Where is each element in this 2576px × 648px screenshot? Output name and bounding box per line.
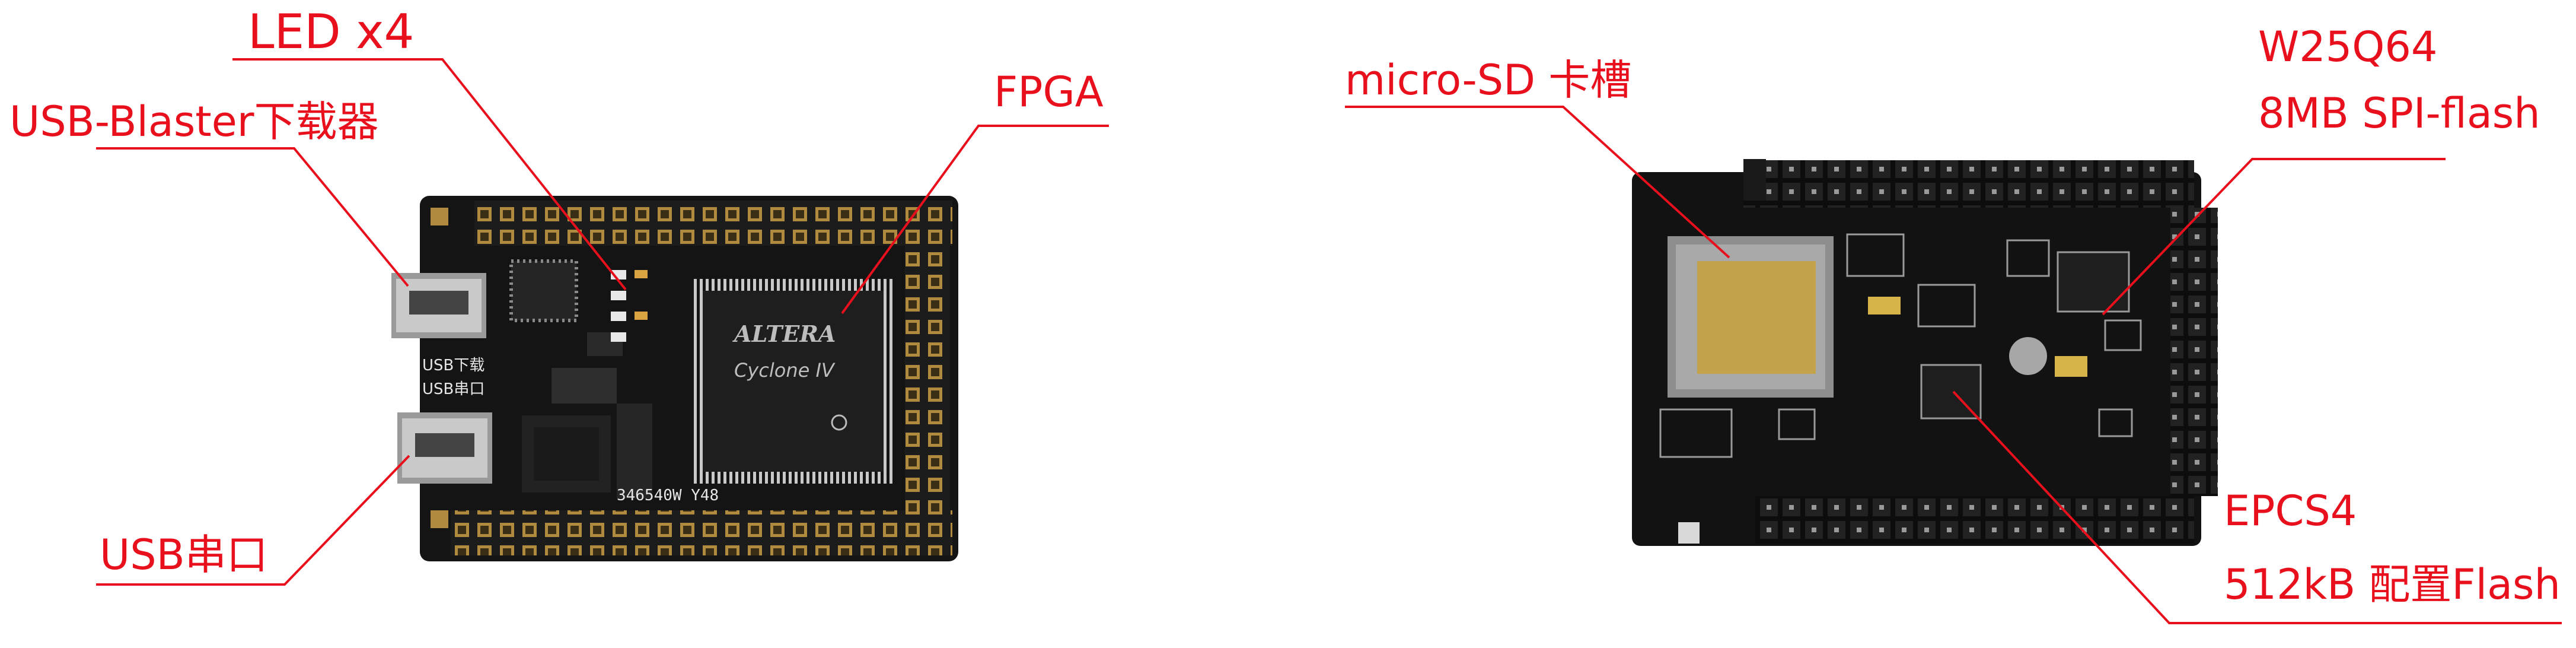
- usb-blaster-connector: [391, 273, 486, 338]
- leader-w25q64: [2102, 158, 2446, 316]
- chip-family-text: Cyclone IV: [734, 359, 834, 382]
- silk-usb-serial: USB串口: [422, 380, 485, 398]
- usb-serial-connector: [397, 412, 492, 484]
- front-board: [391, 196, 958, 561]
- leader-lines: [96, 58, 2562, 624]
- microsd-slot: [1668, 236, 1834, 398]
- chip-brand-text: ALTERA: [734, 320, 836, 347]
- label-flash-size: 8MB SPI-flash: [2258, 89, 2540, 138]
- leader-epcs4: [1952, 390, 2562, 624]
- label-epcs-model: EPCS4: [2224, 487, 2357, 535]
- silk-board-id: 346540W Y48: [617, 487, 719, 504]
- leader-microsd: [1345, 106, 1730, 259]
- label-usb-blaster: USB-Blaster下载器: [9, 97, 379, 146]
- label-usb-serial: USB串口: [100, 531, 268, 579]
- fpga-chip: [691, 279, 895, 484]
- label-epcs-size: 512kB 配置Flash: [2224, 560, 2561, 609]
- label-flash-model: W25Q64: [2258, 23, 2438, 71]
- leader-usb-serial: [96, 455, 410, 586]
- label-led: LED x4: [248, 4, 415, 59]
- label-microsd: micro-SD 卡槽: [1345, 56, 1632, 104]
- leader-led: [232, 58, 627, 291]
- silk-usb-download: USB下载: [422, 357, 485, 374]
- leader-usb-blaster: [96, 147, 409, 287]
- back-board: [1632, 159, 2218, 546]
- label-fpga: FPGA: [994, 68, 1104, 116]
- leader-fpga: [841, 125, 1109, 315]
